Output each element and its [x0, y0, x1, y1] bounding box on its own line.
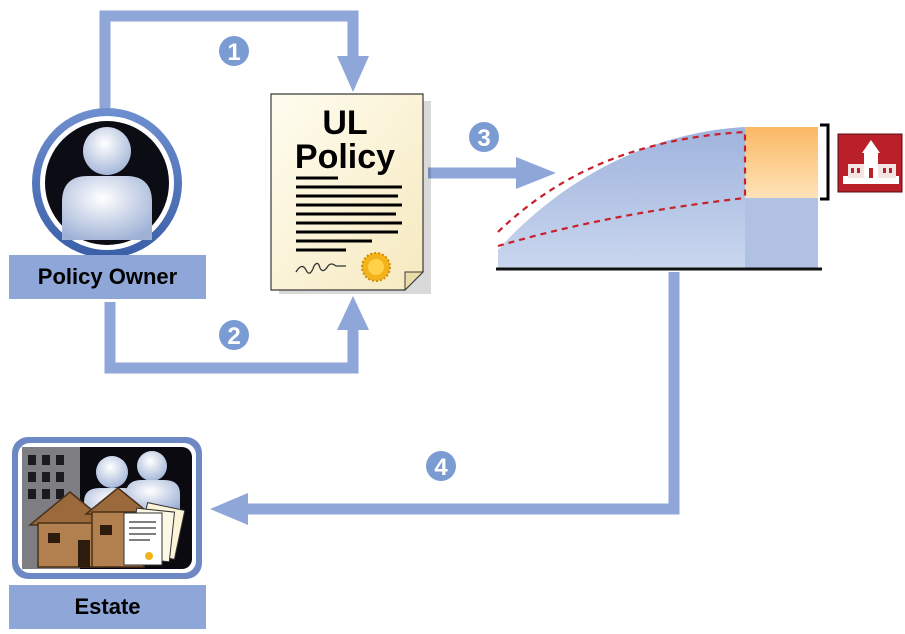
step-number-1: 1: [227, 39, 240, 66]
step-number-3: 3: [477, 125, 490, 152]
people-icon: [84, 451, 180, 520]
policy-owner-icon: [32, 108, 182, 258]
chart-bracket: [820, 123, 830, 201]
arrow-step-1: [99, 10, 369, 130]
policy-title-line-2: Policy: [294, 138, 396, 176]
documents-stack-icon: [123, 502, 186, 566]
signature-icon: [295, 262, 346, 274]
step-badge-3: 3: [469, 122, 499, 152]
step-number-4: 4: [434, 454, 448, 481]
step-number-2: 2: [227, 323, 240, 350]
cash-value-chart: [496, 123, 830, 271]
policy-title-line-1: UL: [322, 104, 368, 142]
step-badge-4: 4: [426, 451, 456, 481]
gold-seal-icon: [361, 252, 391, 282]
estate-icon: [12, 437, 202, 579]
step-badge-2: 2: [219, 320, 249, 350]
school-building-icon: [837, 133, 903, 193]
policy-owner-label: Policy Owner: [9, 255, 206, 299]
arrow-step-3: [428, 157, 556, 189]
chart-area: [498, 127, 818, 268]
chart-dashed-upper: [497, 130, 747, 233]
step-badge-1: 1: [219, 36, 249, 66]
document-text-lines: [296, 176, 402, 252]
estate-label: Estate: [9, 585, 206, 629]
chart-dashed-lower: [497, 196, 746, 248]
ul-policy-document-icon: [270, 93, 431, 294]
chart-highlight-block: [745, 127, 818, 198]
arrow-step-2: [104, 296, 369, 374]
arrow-step-4: [210, 272, 680, 525]
